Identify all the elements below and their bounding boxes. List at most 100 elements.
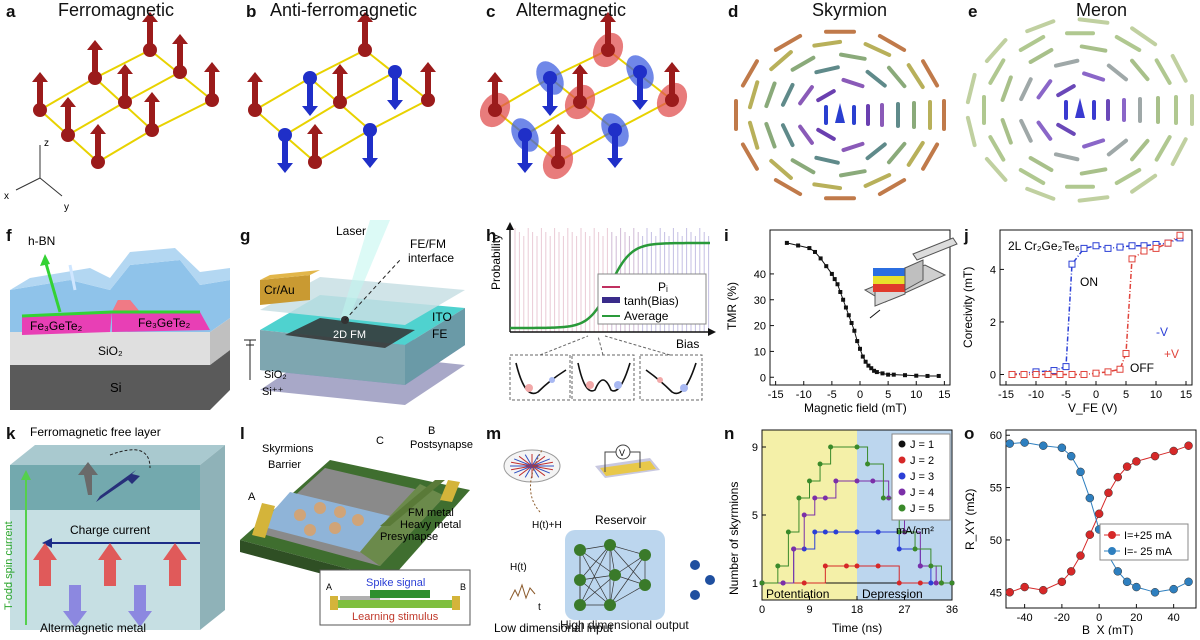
terminal-a: A xyxy=(248,491,256,503)
reservoir-node xyxy=(604,539,616,551)
reservoir-node xyxy=(574,599,586,611)
skyrmion xyxy=(304,524,316,536)
panel-label: f xyxy=(6,226,12,245)
data-point xyxy=(870,478,876,484)
spin-vector xyxy=(747,80,760,110)
x-tick-label: -10 xyxy=(1028,389,1044,401)
spin-ray xyxy=(531,455,546,467)
spin-vector xyxy=(1019,77,1033,102)
data-point xyxy=(807,478,812,484)
spin-vector xyxy=(1053,58,1080,68)
panel-label: g xyxy=(240,226,251,245)
data-point xyxy=(1032,370,1040,378)
data-point xyxy=(1184,577,1193,587)
spin-arrow xyxy=(32,72,48,117)
x-tick-label: -20 xyxy=(1054,612,1070,624)
data-point xyxy=(1066,567,1076,576)
x-axis-label: Time (ns) xyxy=(832,621,882,635)
reservoir-node xyxy=(604,599,616,611)
bottom-label: Altermagnetic metal xyxy=(40,621,146,635)
data-point xyxy=(817,461,823,467)
legend-label: J = 2 xyxy=(910,455,934,467)
spin-ray xyxy=(524,454,533,467)
data-point xyxy=(1116,243,1124,251)
spin-arrow xyxy=(302,71,318,116)
data-point xyxy=(925,373,930,378)
spin-vector xyxy=(839,52,867,61)
spin-ray xyxy=(531,465,550,474)
data-point xyxy=(1076,551,1085,560)
panel-label: j xyxy=(964,226,969,245)
data-point xyxy=(801,512,807,518)
y-tick-label: 5 xyxy=(752,510,758,522)
y-tick-label: 9 xyxy=(752,442,758,454)
spin-arrow xyxy=(362,123,378,168)
y-tick-label: 0 xyxy=(990,369,996,381)
data-point xyxy=(912,546,918,552)
terminal-b: B xyxy=(428,425,435,437)
interface-label-1: FE/FM xyxy=(410,237,446,251)
spin-arrow xyxy=(564,64,596,120)
data-point xyxy=(917,563,923,569)
core-spin xyxy=(835,103,845,123)
data-point xyxy=(832,277,837,282)
legend-minus: I=- 25 mA xyxy=(1124,546,1173,558)
spin-vector xyxy=(921,142,940,171)
data-point xyxy=(936,373,941,378)
spin-ray xyxy=(510,465,533,471)
data-point xyxy=(1150,588,1160,597)
panel-a: a Ferromagnetic z x y xyxy=(0,0,240,215)
legend-marker xyxy=(898,488,906,496)
panel-label: e xyxy=(968,2,978,21)
spin-arrow xyxy=(90,124,106,169)
spin-vector xyxy=(886,65,907,89)
data-point xyxy=(1176,231,1184,239)
data-point xyxy=(869,366,874,371)
data-point xyxy=(949,580,955,586)
data-point xyxy=(1044,370,1052,378)
legend-tanh: tanh(Bias) xyxy=(624,294,679,308)
data-point xyxy=(854,478,860,484)
reservoir-node xyxy=(639,579,651,591)
spin-vector xyxy=(764,81,777,109)
laser-label: Laser xyxy=(336,224,366,238)
spin-vector xyxy=(1170,137,1188,167)
sio2-label: SiO₂ xyxy=(264,369,287,381)
data-point xyxy=(843,563,849,569)
side-label: T-odd spin current xyxy=(3,521,15,610)
output-node xyxy=(705,575,715,585)
unit-label: mA/cm² xyxy=(896,525,934,537)
ito-label: ITO xyxy=(432,310,452,324)
spin-vector xyxy=(839,169,867,178)
panel-m: m V Reservoir H(t)+H H(t) t Low dimensio… xyxy=(480,420,720,640)
spin-ray xyxy=(518,455,533,467)
spin-vector xyxy=(747,120,760,150)
terminal-c: C xyxy=(376,435,384,447)
x-tick-label: 10 xyxy=(1150,389,1162,401)
spin-ray xyxy=(510,461,533,467)
axis-y: y xyxy=(64,202,69,213)
x-tick-label: 40 xyxy=(1168,612,1180,624)
spin-arrow xyxy=(39,560,51,586)
skyrmion xyxy=(352,514,364,526)
data-point xyxy=(1005,439,1014,448)
panel-title: Ferromagnetic xyxy=(58,0,175,20)
fgt-heterostructure: h-BN Fe₃GeTe₂ Fe₃GeTe₂ SiO₂ Si xyxy=(10,234,230,410)
data-point xyxy=(833,478,839,484)
ht-plus-label: H(t)+H xyxy=(532,520,562,531)
spin-vector xyxy=(790,55,816,72)
data-point xyxy=(812,529,818,535)
spin-vector xyxy=(1056,122,1076,136)
spin-arrow xyxy=(144,92,160,137)
presynapse-label: Presynapse xyxy=(380,531,438,543)
spin-vector xyxy=(877,33,907,52)
legend-marker xyxy=(898,504,906,512)
spin-arrow xyxy=(172,34,188,79)
panel-title: Meron xyxy=(1076,0,1128,20)
barrier-label: Barrier xyxy=(268,459,301,471)
panel-k: k Ferromagnetic free layer T-odd spin cu… xyxy=(0,420,240,635)
data-point xyxy=(933,580,939,586)
panel-label: c xyxy=(486,2,496,21)
data-point xyxy=(1008,370,1016,378)
